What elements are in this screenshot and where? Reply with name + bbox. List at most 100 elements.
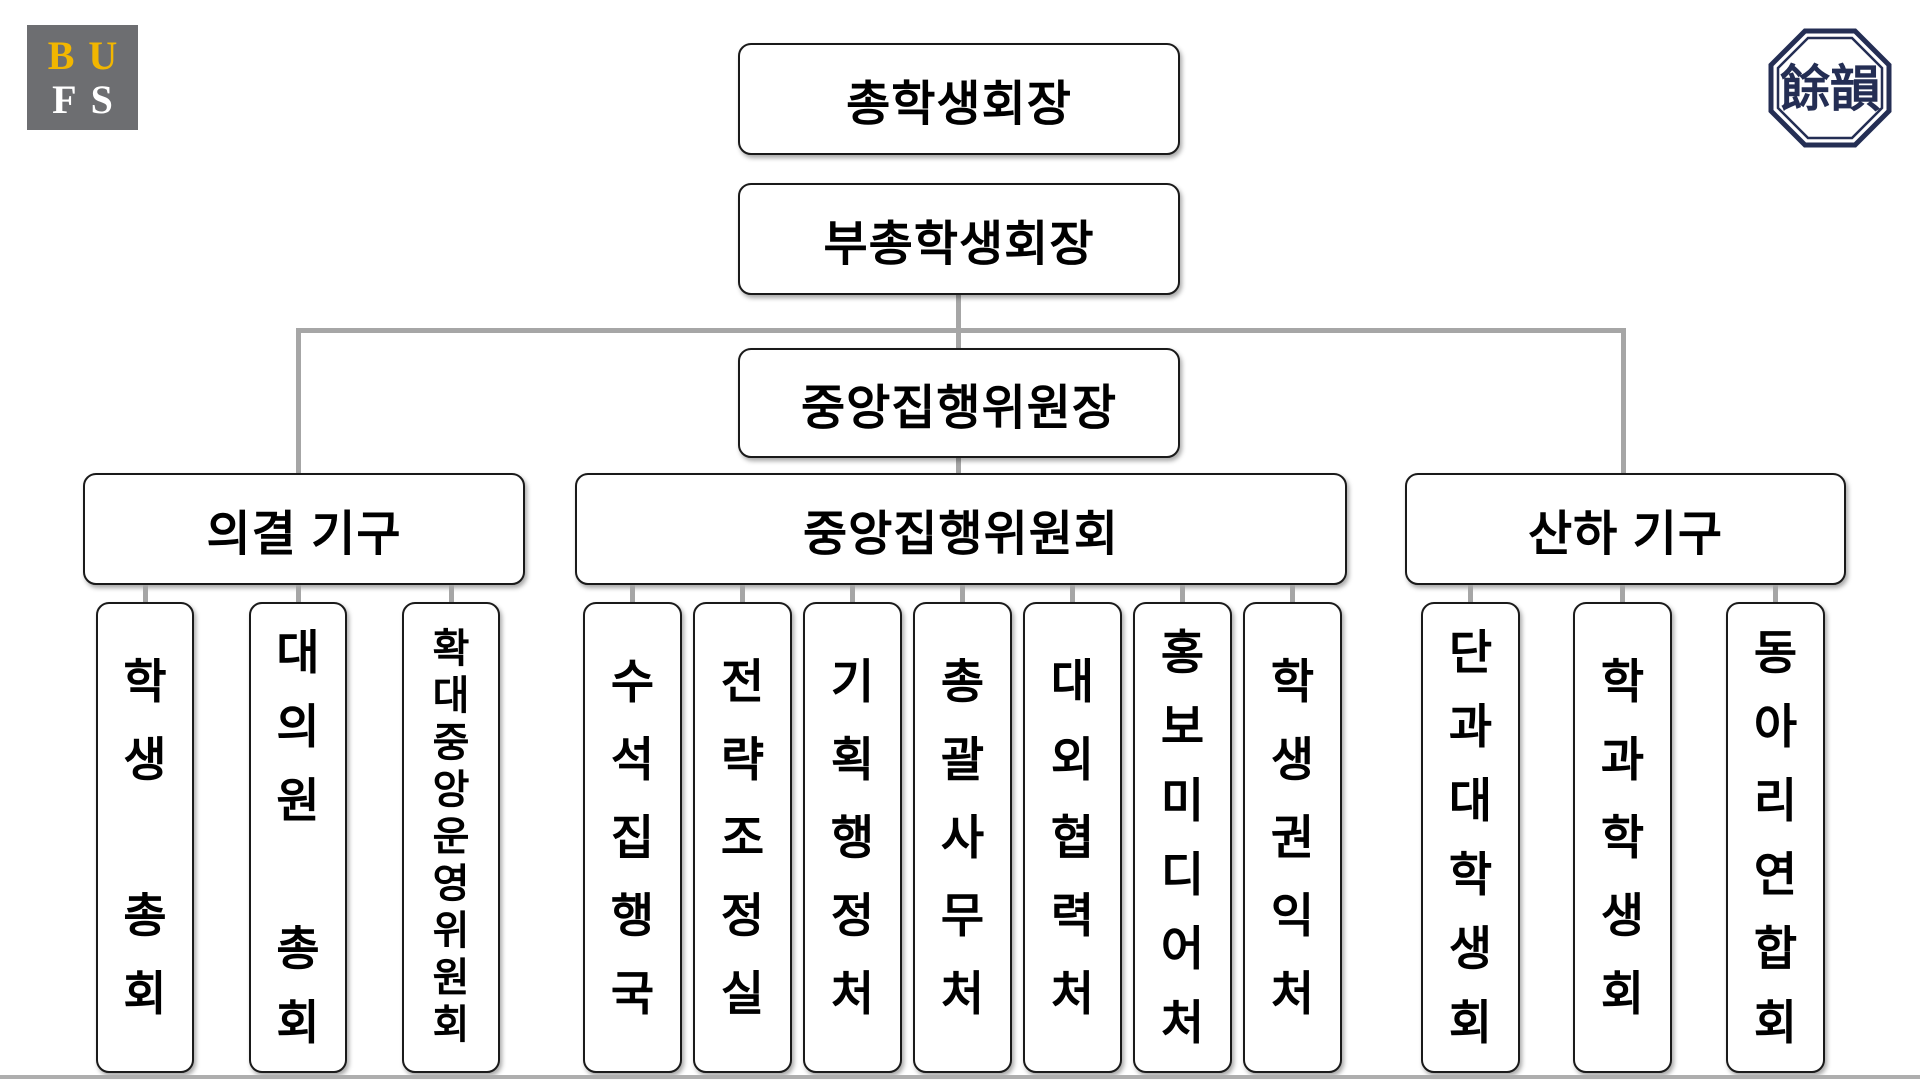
box-external-cooperation-office-char: 처	[1050, 966, 1095, 1020]
box-college-student-councils-char: 대	[1448, 773, 1493, 827]
box-representative-assembly-char: 원	[276, 773, 320, 827]
connector-chair-to-committee	[956, 458, 961, 473]
box-expanded-central-steering-committee-char: 위	[432, 909, 470, 953]
box-representative-assembly-char: 의	[276, 699, 320, 753]
box-club-union-char: 동	[1753, 625, 1798, 679]
box-college-student-councils-char: 학	[1448, 847, 1493, 901]
box-planning-administration-office-char: 행	[830, 810, 875, 864]
box-college-student-councils-char: 과	[1448, 699, 1493, 753]
header-central-executive-committee: 중앙집행위원회	[575, 473, 1347, 585]
connector-stub-department-student-councils	[1620, 585, 1625, 603]
box-representative-assembly-char	[251, 838, 345, 912]
box-department-student-councils-char: 학	[1600, 810, 1645, 864]
box-student-rights-office-char: 학	[1270, 654, 1315, 708]
bufs-logo: BU FS	[27, 25, 138, 130]
box-planning-administration-office-char: 기	[830, 654, 875, 708]
header-deliberative-bodies: 의결 기구	[83, 473, 525, 585]
box-expanded-central-steering-committee-char: 대	[432, 674, 470, 718]
box-club-union-char: 리	[1753, 773, 1798, 827]
seal-characters: 餘韻	[1780, 61, 1881, 117]
box-chief-executive-bureau-char: 집	[610, 810, 655, 864]
box-strategy-coordination-office-char: 정	[720, 888, 765, 942]
box-external-cooperation-office-char: 외	[1050, 732, 1095, 786]
box-department-student-councils-char: 과	[1600, 732, 1645, 786]
box-department-student-councils-char: 학	[1600, 654, 1645, 708]
box-college-student-councils-char: 단	[1448, 625, 1493, 679]
box-planning-administration-office-char: 처	[830, 966, 875, 1020]
box-chief-executive-bureau-char: 국	[610, 966, 655, 1020]
connector-stub-external-cooperation-office	[1070, 585, 1075, 603]
box-strategy-coordination-office-char: 략	[720, 732, 765, 786]
box-general-affairs-office-char: 처	[940, 966, 985, 1020]
box-student-general-assembly-char: 생	[123, 732, 167, 786]
box-expanded-central-steering-committee-char: 원	[432, 956, 470, 1000]
box-general-affairs-office-char: 무	[940, 888, 985, 942]
connector-stub-strategy-coordination-office	[740, 585, 745, 603]
box-college-student-councils-char: 생	[1448, 921, 1493, 975]
slide-bottom-rule	[0, 1075, 1920, 1079]
connector-stub-general-affairs-office	[960, 585, 965, 603]
student-council-seal-icon: 餘韻	[1768, 28, 1892, 148]
box-department-student-councils-char: 회	[1600, 966, 1645, 1020]
box-student-general-assembly-char: 회	[123, 966, 167, 1020]
box-department-student-councils-char: 생	[1600, 888, 1645, 942]
box-central-executive-chair: 중앙집행위원장	[738, 348, 1180, 458]
box-club-union-char: 회	[1753, 995, 1798, 1049]
box-chief-executive-bureau-char: 행	[610, 888, 655, 942]
connector-horizontal-rail	[296, 328, 1626, 333]
box-student-rights-office-char: 익	[1270, 888, 1315, 942]
box-external-cooperation-office-char: 협	[1050, 810, 1095, 864]
box-external-cooperation-office-char: 대	[1050, 654, 1095, 708]
box-club-union-char: 합	[1753, 921, 1798, 975]
box-general-affairs-office-char: 괄	[940, 732, 985, 786]
box-club-union-char: 아	[1753, 699, 1798, 753]
box-vice-president: 부총학생회장	[738, 183, 1180, 295]
box-general-affairs-office-char: 총	[940, 654, 985, 708]
connector-spine-vp-to-chair	[956, 295, 961, 348]
header-affiliated-bodies-label: 산하 기구	[1528, 508, 1723, 561]
box-vice-president-label: 부총학생회장	[823, 218, 1095, 271]
bufs-logo-row2: FS	[52, 76, 127, 122]
connector-stub-expanded-central-steering-committee	[448, 585, 454, 603]
box-external-cooperation-office-char: 력	[1050, 888, 1095, 942]
box-representative-assembly-char: 총	[276, 921, 320, 975]
box-student-general-assembly-char: 총	[123, 888, 167, 942]
box-representative-assembly-char: 대	[276, 625, 320, 679]
box-pr-media-office-char: 미	[1160, 773, 1205, 827]
box-pr-media-office-char: 홍	[1160, 625, 1205, 679]
box-expanded-central-steering-committee-char: 회	[432, 1003, 470, 1047]
box-expanded-central-steering-committee-char: 운	[432, 815, 470, 859]
box-expanded-central-steering-committee-char: 영	[432, 862, 470, 906]
box-student-rights-office-char: 생	[1270, 732, 1315, 786]
box-student-rights-office-char: 처	[1270, 966, 1315, 1020]
box-chief-executive-bureau-char: 석	[610, 732, 655, 786]
box-student-general-assembly-char: 학	[123, 654, 167, 708]
header-affiliated-bodies: 산하 기구	[1405, 473, 1846, 585]
connector-stub-student-general-assembly	[142, 585, 148, 603]
box-expanded-central-steering-committee-char: 확	[432, 627, 470, 671]
header-deliberative-bodies-label: 의결 기구	[206, 508, 402, 561]
box-central-executive-chair-label: 중앙집행위원장	[800, 382, 1118, 435]
connector-stub-chief-executive-bureau	[630, 585, 635, 603]
bufs-logo-row1: BU	[47, 32, 132, 78]
box-general-affairs-office-char: 사	[940, 810, 985, 864]
connector-stub-representative-assembly	[295, 585, 301, 603]
connector-stub-pr-media-office	[1180, 585, 1185, 603]
box-strategy-coordination-office-char: 조	[720, 810, 765, 864]
box-pr-media-office-char: 어	[1160, 921, 1205, 975]
box-student-council-president-label: 총학생회장	[846, 78, 1072, 131]
connector-left-drop	[296, 330, 301, 473]
connector-stub-college-student-councils	[1468, 585, 1473, 603]
box-expanded-central-steering-committee-char: 앙	[432, 768, 470, 812]
box-college-student-councils-char: 회	[1448, 995, 1493, 1049]
